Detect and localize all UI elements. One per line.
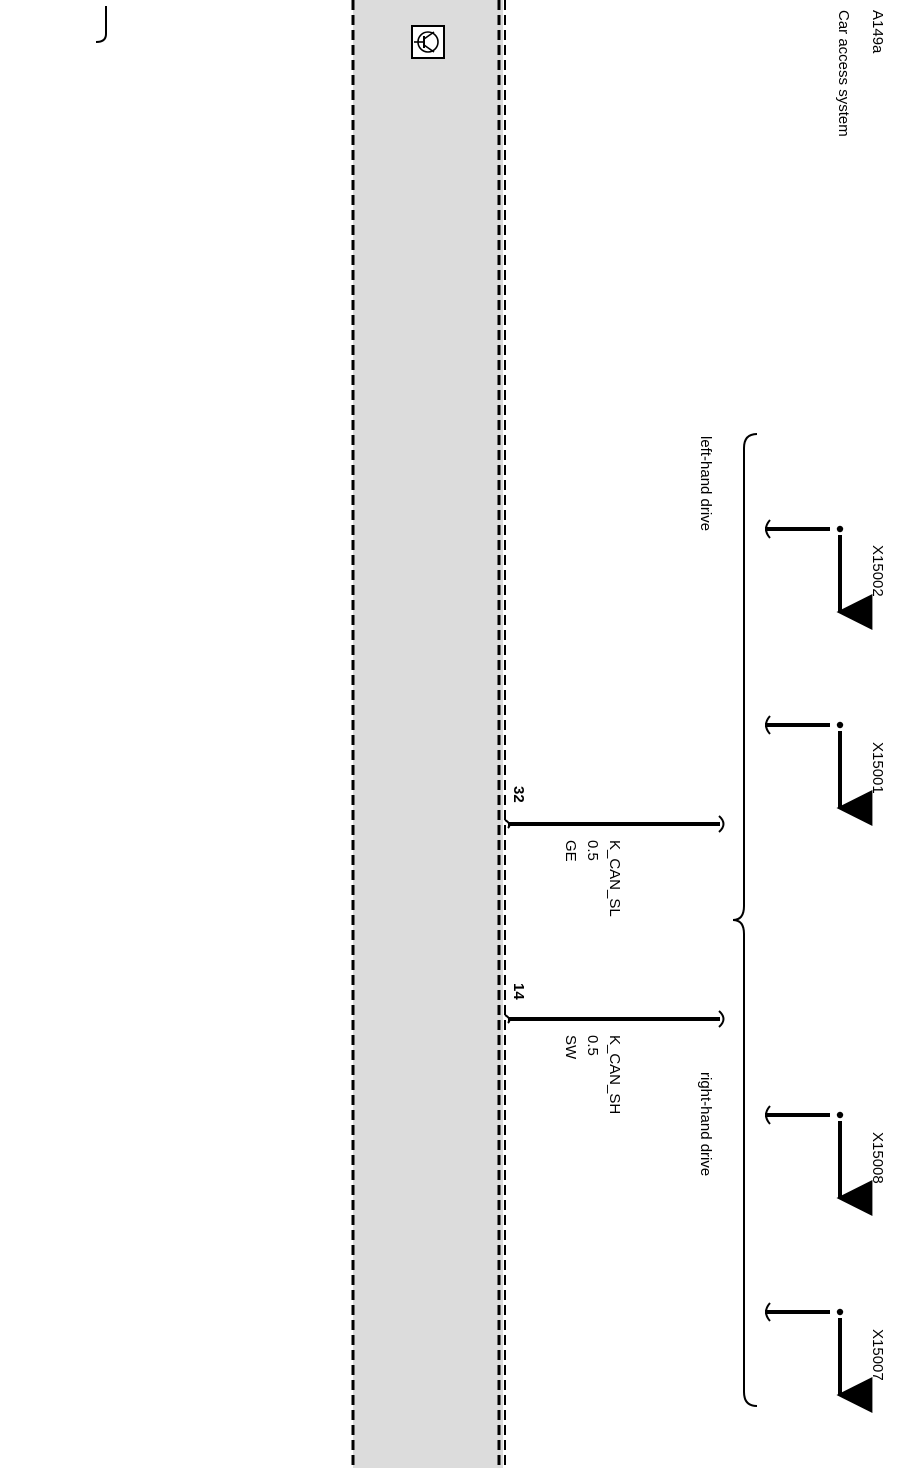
- connector-label: X15007: [869, 1329, 886, 1381]
- wire-signal: K_CAN_SH: [606, 1035, 623, 1114]
- connector-label: X15008: [869, 1132, 886, 1184]
- wire-k-can-sh: 14 K_CAN_SH 0.5 SW: [504, 983, 725, 1114]
- pin-number: 14: [510, 983, 527, 1000]
- group-brace: [732, 433, 758, 1407]
- connector-x15002: X15002: [765, 519, 886, 630]
- wire-color: GE: [562, 840, 579, 862]
- module-name: Car access system: [835, 10, 852, 137]
- group-label-right-hand-drive: right-hand drive: [697, 1072, 714, 1176]
- control-unit-icon: [411, 25, 445, 59]
- connector-label: X15001: [869, 742, 886, 794]
- group-label-left-hand-drive: left-hand drive: [697, 436, 714, 531]
- connector-x15007: X15007: [765, 1302, 886, 1413]
- connector-label: X15002: [869, 545, 886, 597]
- connector-x15001: X15001: [765, 715, 886, 826]
- module-body: [351, 0, 506, 1468]
- bracket-fragment: [95, 6, 107, 43]
- wire-k-can-sl: 32 K_CAN_SL 0.5 GE: [504, 786, 725, 917]
- connector-x15008: X15008: [765, 1105, 886, 1216]
- wire-color: SW: [562, 1035, 579, 1060]
- wire-size: 0.5: [584, 840, 601, 861]
- wire-size: 0.5: [584, 1035, 601, 1056]
- pin-number: 32: [510, 786, 527, 803]
- wire-signal: K_CAN_SL: [606, 840, 623, 917]
- module-id: A149a: [869, 10, 886, 54]
